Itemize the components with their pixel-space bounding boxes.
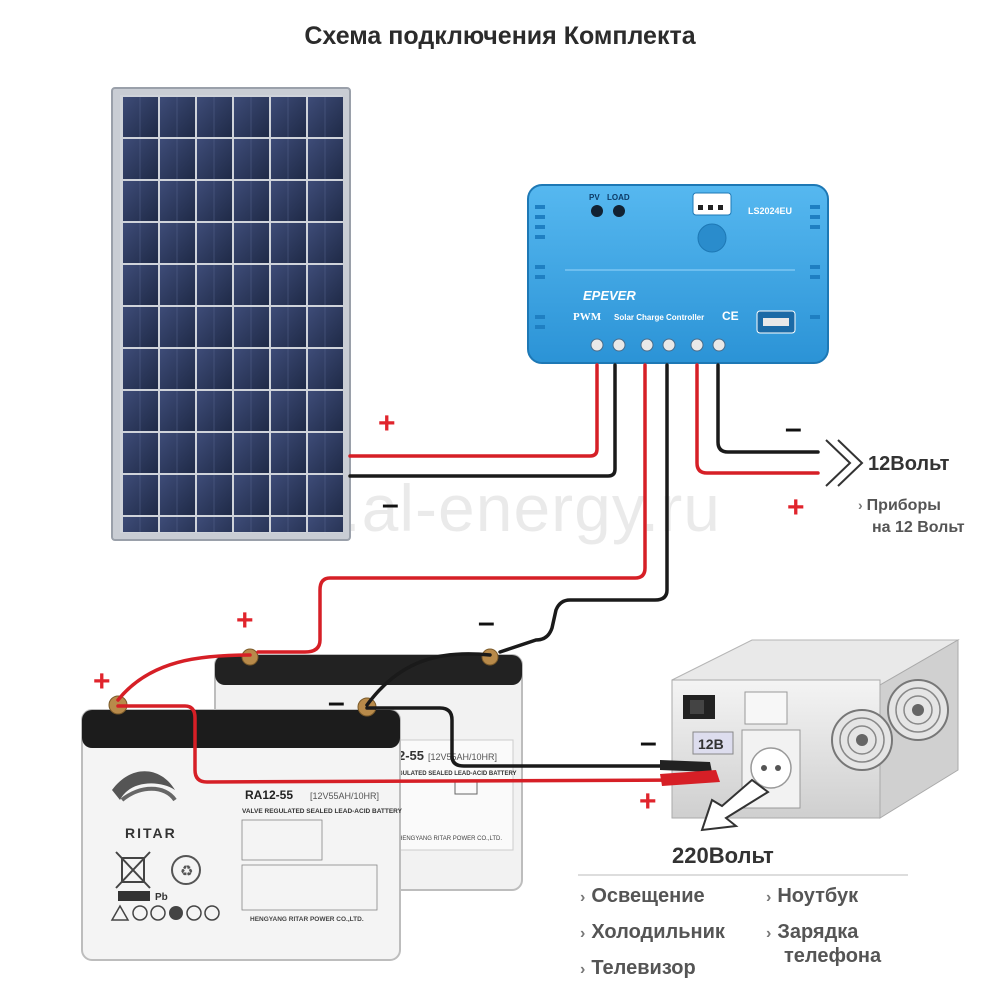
battery-front-model: RA12-55 [245,788,293,802]
appliance-item: › Холодильник [580,921,725,944]
controller-model: LS2024EU [748,206,792,216]
plus-sign-load: + [787,491,805,524]
ce-mark: CE [722,309,739,323]
output-12v-sub-line1: Приборы [866,497,941,514]
recycle-icon: ♻ [171,855,201,885]
safety-icons [110,904,220,921]
led-pv-icon [591,205,603,217]
arrow-icon [700,778,770,832]
trash-crossed-icon [115,851,151,889]
battery-back-model: 2-55 [398,748,424,763]
chevron-right-icon: › [766,889,772,906]
minus-sign-panel: – [382,488,399,521]
diagram-title: Схема подключения Комплекта [304,22,696,50]
battery-terminals [108,648,499,717]
battery-back-maker: HENGYANG RITAR POWER CO.,LTD. [398,836,502,842]
battery-front-spec: [12V55AH/10HR] [310,791,379,801]
wires [116,363,820,784]
battery-back-spec: [12V55AH/10HR] [428,752,497,762]
inverter: 12В [671,639,960,819]
controller-type-text: Solar Charge Controller [614,313,704,322]
chevron-right-icon: › [766,925,772,942]
appliance-item: › Освещение [580,885,705,908]
plus-sign-panel: + [378,407,396,440]
appliance-label: телефона [784,945,882,967]
inverter-clamps [660,760,720,786]
controller-brand: EPEVER [583,288,636,303]
fan-icon [887,679,949,741]
plus-sign-battery-front: + [93,665,111,698]
plus-sign-battery-back: + [236,604,254,637]
chevron-right-icon: › [580,961,586,978]
solar-panel [111,87,351,541]
battery-back-desc: GULATED SEALED LEAD-ACID BATTERY [398,771,517,777]
fan-icon [831,709,893,771]
plus-sign-inverter: + [639,785,657,818]
inverter-display: 12В [698,736,724,752]
minus-sign-battery-back: – [478,606,495,639]
chevron-right-icon: › [858,497,863,513]
chevron-right-icon: › [580,925,586,942]
output-12v-title: 12Вольт [868,453,950,475]
battery-front-maker: HENGYANG RITAR POWER CO.,LTD. [250,916,364,923]
battery-brand: RITAR [125,825,177,841]
output-12v-sub-line2: на 12 Вольт [872,519,965,536]
ritar-logo-icon [112,771,177,802]
appliance-label: Зарядка [777,921,859,943]
divider [578,874,908,876]
svg-text:♻: ♻ [180,862,193,880]
appliance-item: › Телевизор [580,957,696,980]
pb-label-box [118,891,150,901]
battery-front: RITAR RA12-55 [12V55AH/10HR] VALVE REGUL… [81,709,403,961]
controller-terminals [590,338,726,352]
controller-type-prefix: PWM [573,311,602,323]
appliance-label: Ноутбук [777,885,859,907]
minus-sign-inverter: – [640,726,657,759]
mode-button-icon [697,223,727,253]
appliance-label: Холодильник [591,921,725,943]
led-load-icon [613,205,625,217]
led-pv-label: PV [589,193,600,202]
minus-sign-load: – [785,412,802,445]
output-12v-description: ›Приборы на 12 Вольт [858,494,965,539]
appliance-item: › Ноутбук [766,885,858,908]
appliance-label: Телевизор [591,957,696,979]
charge-controller: PV LOAD LS2024EU EPEVER PWM Solar Charge… [527,184,829,364]
led-load-label: LOAD [607,193,630,202]
chevron-right-icon: › [580,889,586,906]
double-chevron-icon [825,439,864,487]
appliance-label: Освещение [591,885,705,907]
output-220v-title: 220Вольт [672,843,774,868]
battery-front-desc: VALVE REGULATED SEALED LEAD-ACID BATTERY [242,808,403,815]
battery-pb-label: Pb [155,892,168,903]
minus-sign-battery-front: – [328,686,345,719]
